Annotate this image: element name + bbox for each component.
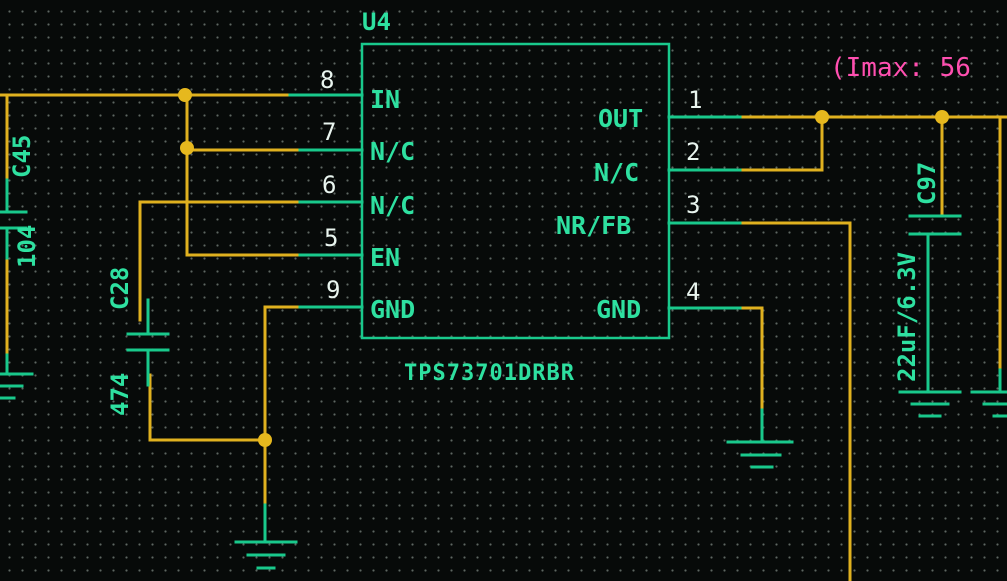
pin-name-n-c-7: N/C bbox=[370, 137, 415, 166]
c28-value: 474 bbox=[106, 373, 134, 416]
pin-number-2: 2 bbox=[686, 138, 700, 166]
junction-out-a bbox=[815, 110, 829, 124]
pin-number-9: 9 bbox=[326, 276, 340, 304]
c28-ref: C28 bbox=[106, 267, 134, 310]
ground-symbol-u4-gnd9 bbox=[234, 503, 298, 570]
ground-symbol-right bbox=[970, 368, 1007, 418]
c45-ref: C45 bbox=[8, 135, 36, 178]
wire-gnd-9[interactable] bbox=[263, 305, 302, 542]
pin-number-3: 3 bbox=[686, 191, 700, 219]
pin-number-7: 7 bbox=[322, 118, 336, 146]
wire-nr-fb[interactable] bbox=[738, 221, 852, 581]
pin-name-in: IN bbox=[370, 85, 400, 114]
current-limit-annotation: (Imax: 56 bbox=[830, 53, 971, 83]
ground-symbol-u4-gnd4 bbox=[726, 408, 794, 469]
pin-name-nr-fb: NR/FB bbox=[556, 211, 631, 240]
pin-name-gnd-left: GND bbox=[370, 295, 415, 324]
junction-out-b bbox=[935, 110, 949, 124]
pin-number-4: 4 bbox=[686, 278, 700, 306]
pin-number-6: 6 bbox=[322, 171, 336, 199]
wire-gnd-4[interactable] bbox=[738, 306, 764, 442]
pin-number-1: 1 bbox=[688, 86, 702, 114]
junction-in bbox=[178, 88, 192, 102]
pin-name-gnd-right: GND bbox=[596, 295, 641, 324]
wire-c28-to-gnd[interactable] bbox=[148, 373, 267, 442]
pin-name-n-c-6: N/C bbox=[370, 191, 415, 220]
junctions bbox=[178, 88, 949, 447]
pin-name-en: EN bbox=[370, 243, 400, 272]
chip-part-number: TPS73701DRBR bbox=[404, 361, 575, 386]
pin-name-out: OUT bbox=[598, 104, 643, 133]
chip-u4[interactable]: U4 TPS73701DRBR 8 IN 7 N/C 6 N/C 5 EN 9 … bbox=[288, 8, 742, 386]
chip-body[interactable] bbox=[360, 42, 671, 340]
c97-ref: C97 bbox=[913, 162, 941, 205]
c97-value: 22uF/6.3V bbox=[893, 252, 921, 382]
chip-ref: U4 bbox=[362, 8, 391, 36]
pin-number-8: 8 bbox=[320, 66, 334, 94]
capacitor-c97[interactable]: C97 22uF/6.3V bbox=[893, 162, 962, 382]
pin-number-5: 5 bbox=[324, 224, 338, 252]
pin-name-n-c-2: N/C bbox=[594, 158, 639, 187]
c45-value: 104 bbox=[13, 225, 41, 268]
wire-n-c-6-to-c28[interactable] bbox=[138, 200, 302, 322]
wire-n-c-2-to-out[interactable] bbox=[738, 115, 824, 172]
capacitor-c28[interactable]: C28 474 bbox=[106, 267, 170, 416]
junction-gnd-9 bbox=[258, 433, 272, 447]
ground-symbol-left bbox=[0, 353, 34, 400]
ground-symbol-c97 bbox=[898, 368, 962, 418]
capacitor-c45[interactable]: C45 104 bbox=[0, 135, 41, 268]
junction-n-c-7 bbox=[180, 141, 194, 155]
